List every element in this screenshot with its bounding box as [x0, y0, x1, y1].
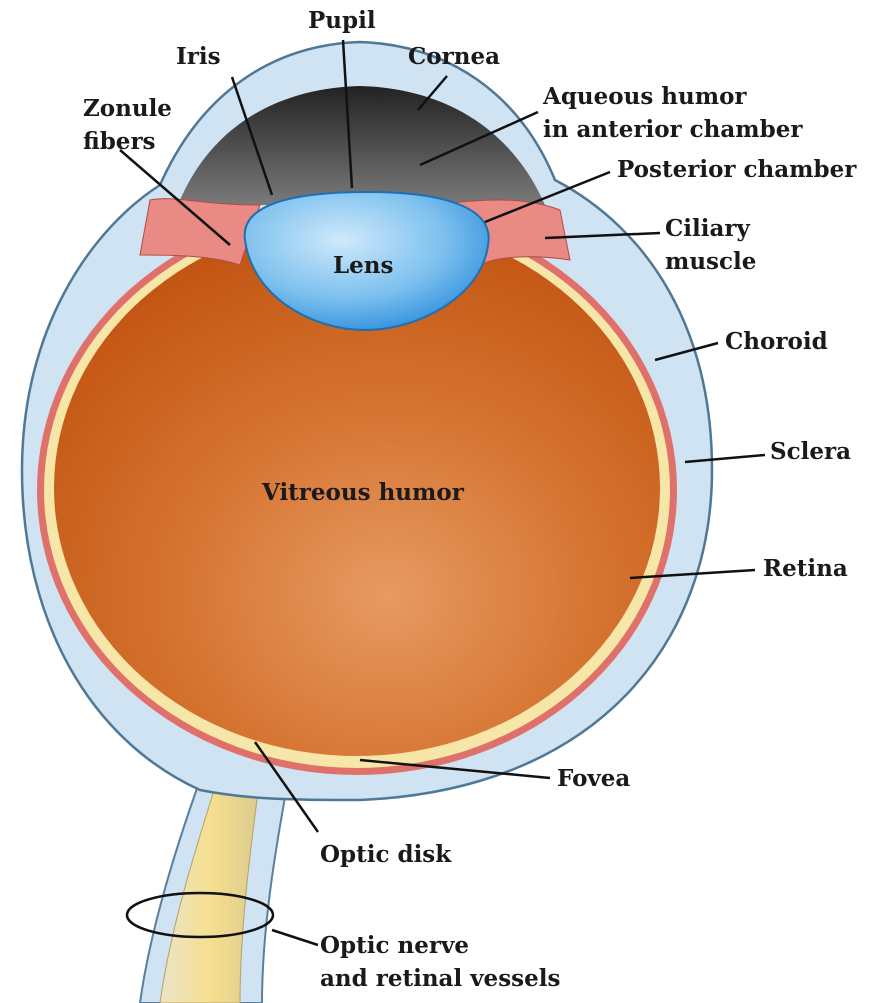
label-aqueous-humor: Aqueous humor in anterior chamber: [543, 80, 802, 146]
retina-line: [629, 568, 756, 580]
label-optic-nerve-line2: and retinal vessels: [320, 965, 561, 992]
label-aqueous-line2: in anterior chamber: [543, 116, 803, 143]
leader-lines: [119, 39, 766, 947]
anterior-chamber: [180, 86, 545, 205]
label-ciliary-muscle: Ciliary muscle: [665, 212, 756, 278]
sclera-line: [684, 453, 766, 464]
label-retina: Retina: [763, 555, 848, 582]
ciliary-line: [544, 231, 661, 240]
pupil-line: [341, 39, 354, 189]
optic-disk-line: [253, 741, 320, 833]
label-zonule-line1: Zonule: [83, 95, 172, 122]
lens: [243, 190, 490, 332]
aqueous-line: [419, 110, 539, 167]
label-lens: Lens: [333, 252, 394, 279]
iris-line: [230, 76, 274, 196]
label-posterior-chamber: Posterior chamber: [617, 156, 857, 183]
ciliary-muscle-left: [139, 198, 261, 266]
label-aqueous-line1: Aqueous humor: [543, 83, 747, 110]
label-choroid: Choroid: [725, 328, 828, 355]
label-vitreous-humor: Vitreous humor: [262, 479, 464, 506]
cornea-line: [417, 75, 448, 111]
label-ciliary-line1: Ciliary: [665, 215, 750, 242]
label-optic-nerve-line1: Optic nerve: [320, 932, 469, 959]
label-optic-disk: Optic disk: [320, 841, 452, 868]
choroid-line: [654, 341, 719, 362]
label-zonule-line2: fibers: [83, 128, 156, 155]
label-optic-nerve: Optic nerve and retinal vessels: [320, 929, 560, 995]
fovea-line: [359, 758, 551, 780]
label-zonule-fibers: Zonule fibers: [83, 92, 172, 158]
label-cornea: Cornea: [408, 43, 501, 70]
label-ciliary-line2: muscle: [665, 248, 757, 275]
label-iris: Iris: [176, 43, 221, 70]
posterior-chamber-line: [484, 170, 611, 224]
optic-nerve-line: [271, 928, 319, 947]
vitreous-humor: [54, 220, 660, 756]
label-pupil: Pupil: [308, 7, 376, 34]
label-fovea: Fovea: [557, 765, 631, 792]
optic-nerve-ellipse: [125, 891, 275, 939]
label-sclera: Sclera: [770, 438, 852, 465]
zonule-line: [119, 149, 231, 246]
